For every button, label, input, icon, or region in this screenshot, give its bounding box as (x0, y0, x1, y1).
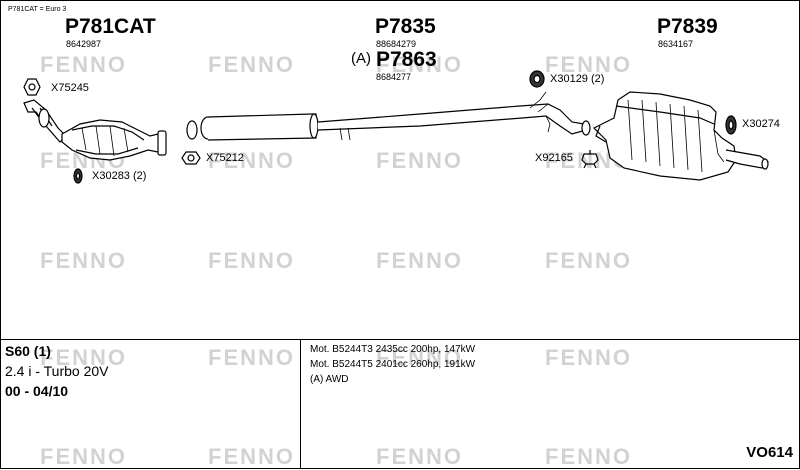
euro-note: P781CAT = Euro 3 (8, 6, 67, 13)
rubber-mount-x30274-drawing (725, 115, 737, 135)
vehicle-model: S60 (1) (5, 343, 51, 359)
engine-line-1: Mot. B5244T3 2435cc 200hp, 147kW (310, 344, 476, 355)
gasket-x75212-drawing (181, 151, 201, 165)
watermark: FENNO (376, 52, 463, 77)
gasket-x75245-drawing (23, 78, 41, 96)
accessory-label-x30129: X30129 (2) (550, 73, 605, 85)
watermark: FENNO (545, 248, 632, 273)
awd-prefix: (A) (351, 50, 371, 67)
watermark: FENNO (40, 248, 127, 273)
watermark: FENNO (376, 345, 463, 370)
watermark: FENNO (208, 248, 295, 273)
part-code-p7839: 8634167 (658, 39, 694, 49)
middle-silencer-drawing (186, 91, 591, 141)
watermark: FENNO (376, 444, 463, 469)
clamp-x92165-drawing (581, 150, 599, 169)
rubber-mount-x30283-drawing (73, 168, 83, 184)
watermark: FENNO (40, 52, 127, 77)
watermark: FENNO (40, 345, 127, 370)
accessory-label-x92165: X92165 (535, 152, 573, 164)
watermark: FENNO (376, 148, 463, 173)
part-title-p7863: P7863 (376, 48, 437, 71)
info-panel-divider (0, 339, 800, 340)
watermark: FENNO (545, 444, 632, 469)
vehicle-years: 00 - 04/10 (5, 383, 69, 399)
watermark: FENNO (545, 345, 632, 370)
watermark: FENNO (208, 444, 295, 469)
engine-line-3: (A) AWD (310, 374, 349, 385)
info-panel-column-divider (300, 339, 301, 469)
vehicle-engine: 2.4 i - Turbo 20V (5, 363, 109, 379)
accessory-label-x75245: X75245 (51, 82, 89, 94)
part-title-p781cat: P781CAT (65, 15, 156, 38)
watermark: FENNO (208, 345, 295, 370)
rear-silencer-drawing (592, 91, 769, 181)
part-code-p7863: 8684277 (376, 72, 412, 82)
part-code-p7835: 88684279 (376, 39, 417, 49)
accessory-label-x30283: X30283 (2) (92, 170, 147, 182)
diagram-reference: VO614 (746, 444, 793, 461)
engine-line-2: Mot. B5244T5 2401cc 260hp, 191kW (310, 359, 476, 370)
watermark: FENNO (376, 248, 463, 273)
part-title-p7835: P7835 (375, 15, 436, 38)
accessory-label-x75212: X75212 (206, 152, 244, 164)
watermark: FENNO (208, 148, 295, 173)
watermark: FENNO (208, 52, 295, 77)
part-title-p7839: P7839 (657, 15, 718, 38)
watermark: FENNO (40, 444, 127, 469)
catalytic-converter-drawing (23, 99, 167, 161)
watermark: FENNO (545, 52, 632, 77)
part-code-p781cat: 8642987 (66, 39, 102, 49)
rubber-mount-x30129-drawing (529, 70, 545, 88)
accessory-label-x30274: X30274 (742, 118, 780, 130)
exhaust-drawing (23, 70, 769, 184)
